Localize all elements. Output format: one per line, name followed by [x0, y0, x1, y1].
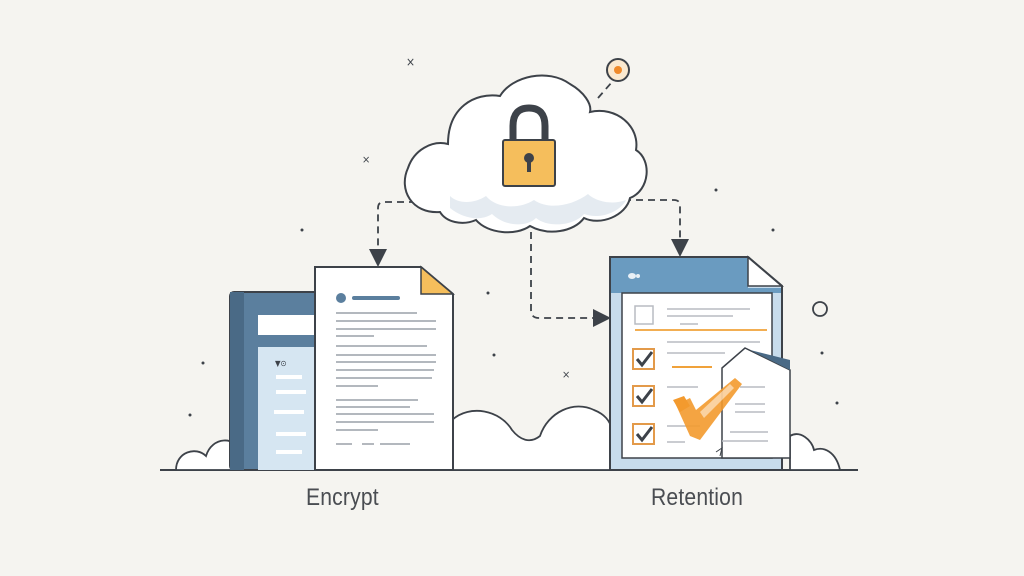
svg-text:▼⊙: ▼⊙ [275, 359, 287, 368]
svg-text:×: × [562, 368, 570, 381]
encrypt-label: Encrypt [306, 484, 379, 511]
dashed-connectors [369, 81, 689, 327]
svg-text:×: × [362, 153, 370, 166]
document [314, 265, 456, 471]
approval-check-brush-icon [673, 378, 742, 440]
svg-text:×: × [406, 55, 415, 69]
cloud [403, 74, 648, 234]
decorative-marks: × × × [188, 55, 839, 417]
ground-clouds [175, 405, 842, 471]
encrypt-illustration: ▼⊙ [229, 265, 456, 471]
retention-label: Retention [651, 484, 744, 511]
status-node-icon [606, 58, 630, 82]
retention-illustration [609, 255, 791, 471]
checkbox-checked-icon [632, 385, 655, 407]
padlock-icon [502, 104, 556, 187]
checkbox-checked-icon [632, 348, 655, 370]
checkbox-checked-icon [632, 423, 655, 445]
